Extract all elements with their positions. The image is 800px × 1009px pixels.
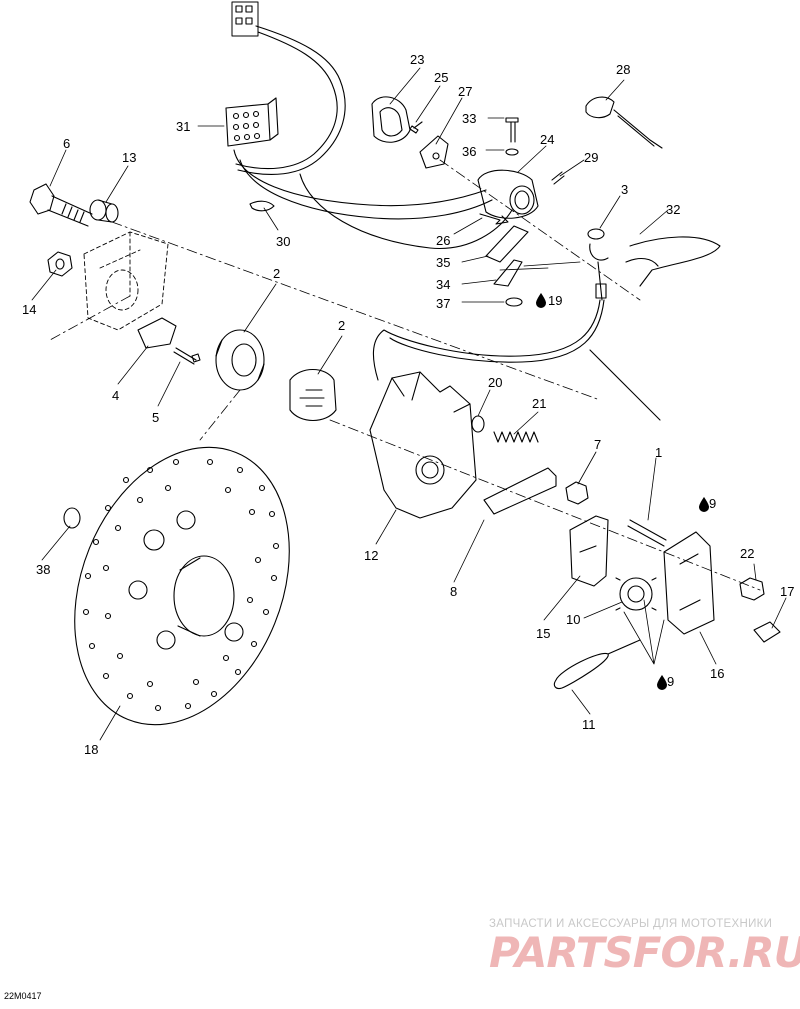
nut-22: [739, 577, 765, 601]
part-label-4: 4: [112, 388, 119, 403]
part-label-14: 14: [22, 302, 36, 317]
part-label-20: 20: [488, 375, 502, 390]
brake-disc-18: [74, 446, 290, 726]
part-label-10: 10: [566, 612, 580, 627]
switch-boot-23: [371, 96, 411, 143]
part-label-19: 19: [548, 293, 562, 308]
ring-38: [63, 507, 81, 529]
part-label-29: 29: [584, 150, 598, 165]
brake-lever-32: [587, 228, 721, 287]
leader-lines: [31, 67, 787, 741]
caliper-12: [369, 371, 477, 519]
plate-27: [419, 135, 449, 169]
lever-35: [485, 225, 529, 263]
part-label-3: 3: [621, 182, 628, 197]
nut-14: [47, 251, 73, 277]
clip-34: [493, 259, 523, 287]
nut-7: [565, 481, 589, 505]
part-label-13: 13: [122, 150, 136, 165]
part-label-9b: 9: [667, 674, 674, 689]
shaft-1: [627, 519, 667, 547]
part-label-25: 25: [434, 70, 448, 85]
part-label-24: 24: [540, 132, 554, 147]
washer-37: [505, 297, 523, 307]
drawing-code: 22M0417: [4, 991, 42, 1001]
part-label-6: 6: [63, 136, 70, 151]
plate-8: [483, 467, 557, 515]
part-label-17: 17: [780, 584, 794, 599]
part-label-8: 8: [450, 584, 457, 599]
watermark-tagline: ЗАПЧАСТИ И АКСЕССУАРЫ ДЛЯ МОТОТЕХНИКИ: [489, 918, 773, 930]
bolt-33: [505, 117, 519, 143]
part-label-5: 5: [152, 410, 159, 425]
part-label-18: 18: [84, 742, 98, 757]
part-label-33: 33: [462, 111, 476, 126]
spring-clip-26: [479, 213, 509, 225]
bolt-6: [29, 183, 93, 227]
part-label-2b: 2: [338, 318, 345, 333]
caliper-mount-ghost: [83, 231, 169, 331]
washer-36: [505, 148, 519, 156]
pin-11: [553, 639, 641, 690]
part-label-26: 26: [436, 233, 450, 248]
switch-28: [585, 96, 663, 149]
part-label-12: 12: [364, 548, 378, 563]
part-label-28: 28: [616, 62, 630, 77]
spring-21: [493, 431, 539, 443]
part-label-36: 36: [462, 144, 476, 159]
assembly-centerlines: [49, 159, 761, 591]
brake-pad-2b: [289, 368, 337, 422]
part-label-30: 30: [276, 234, 290, 249]
part-labels: 1 2 2 3 4 5 6 7 8 9 9 10 11 12 13 14 15 …: [22, 52, 794, 757]
wiring-harness: [231, 1, 513, 250]
pin-29: [551, 171, 565, 185]
part-label-23: 23: [410, 52, 424, 67]
connector-31: [225, 97, 279, 147]
bracket-15: [569, 515, 609, 587]
part-label-2a: 2: [273, 266, 280, 281]
bolt-5: [173, 347, 201, 365]
screw-25: [409, 121, 423, 134]
bracket-4: [137, 317, 177, 349]
part-label-9a: 9: [709, 496, 716, 511]
switch-housing-24: [477, 169, 539, 219]
part-label-38: 38: [36, 562, 50, 577]
bracket-16: [663, 531, 715, 635]
part-label-21: 21: [532, 396, 546, 411]
clip-30: [249, 200, 275, 212]
brake-cable: [372, 261, 661, 421]
part-label-7: 7: [594, 437, 601, 452]
part-label-34: 34: [436, 277, 450, 292]
clip-17: [753, 621, 781, 643]
part-label-11: 11: [582, 717, 596, 732]
part-label-31: 31: [176, 119, 190, 134]
part-label-22: 22: [740, 546, 754, 561]
part-label-35: 35: [436, 255, 450, 270]
washer-20: [471, 415, 485, 433]
part-label-37: 37: [436, 296, 450, 311]
watermark-logo: PARTSFOR.RU: [489, 928, 800, 977]
brake-pad-2a: [215, 329, 265, 391]
part-label-32: 32: [666, 202, 680, 217]
sprocket-10: [615, 577, 657, 611]
bushing-13: [89, 199, 119, 223]
part-label-16: 16: [710, 666, 724, 681]
oil-drop-icon: [536, 293, 709, 690]
part-label-15: 15: [536, 626, 550, 641]
part-label-1: 1: [655, 445, 662, 460]
part-label-27: 27: [458, 84, 472, 99]
